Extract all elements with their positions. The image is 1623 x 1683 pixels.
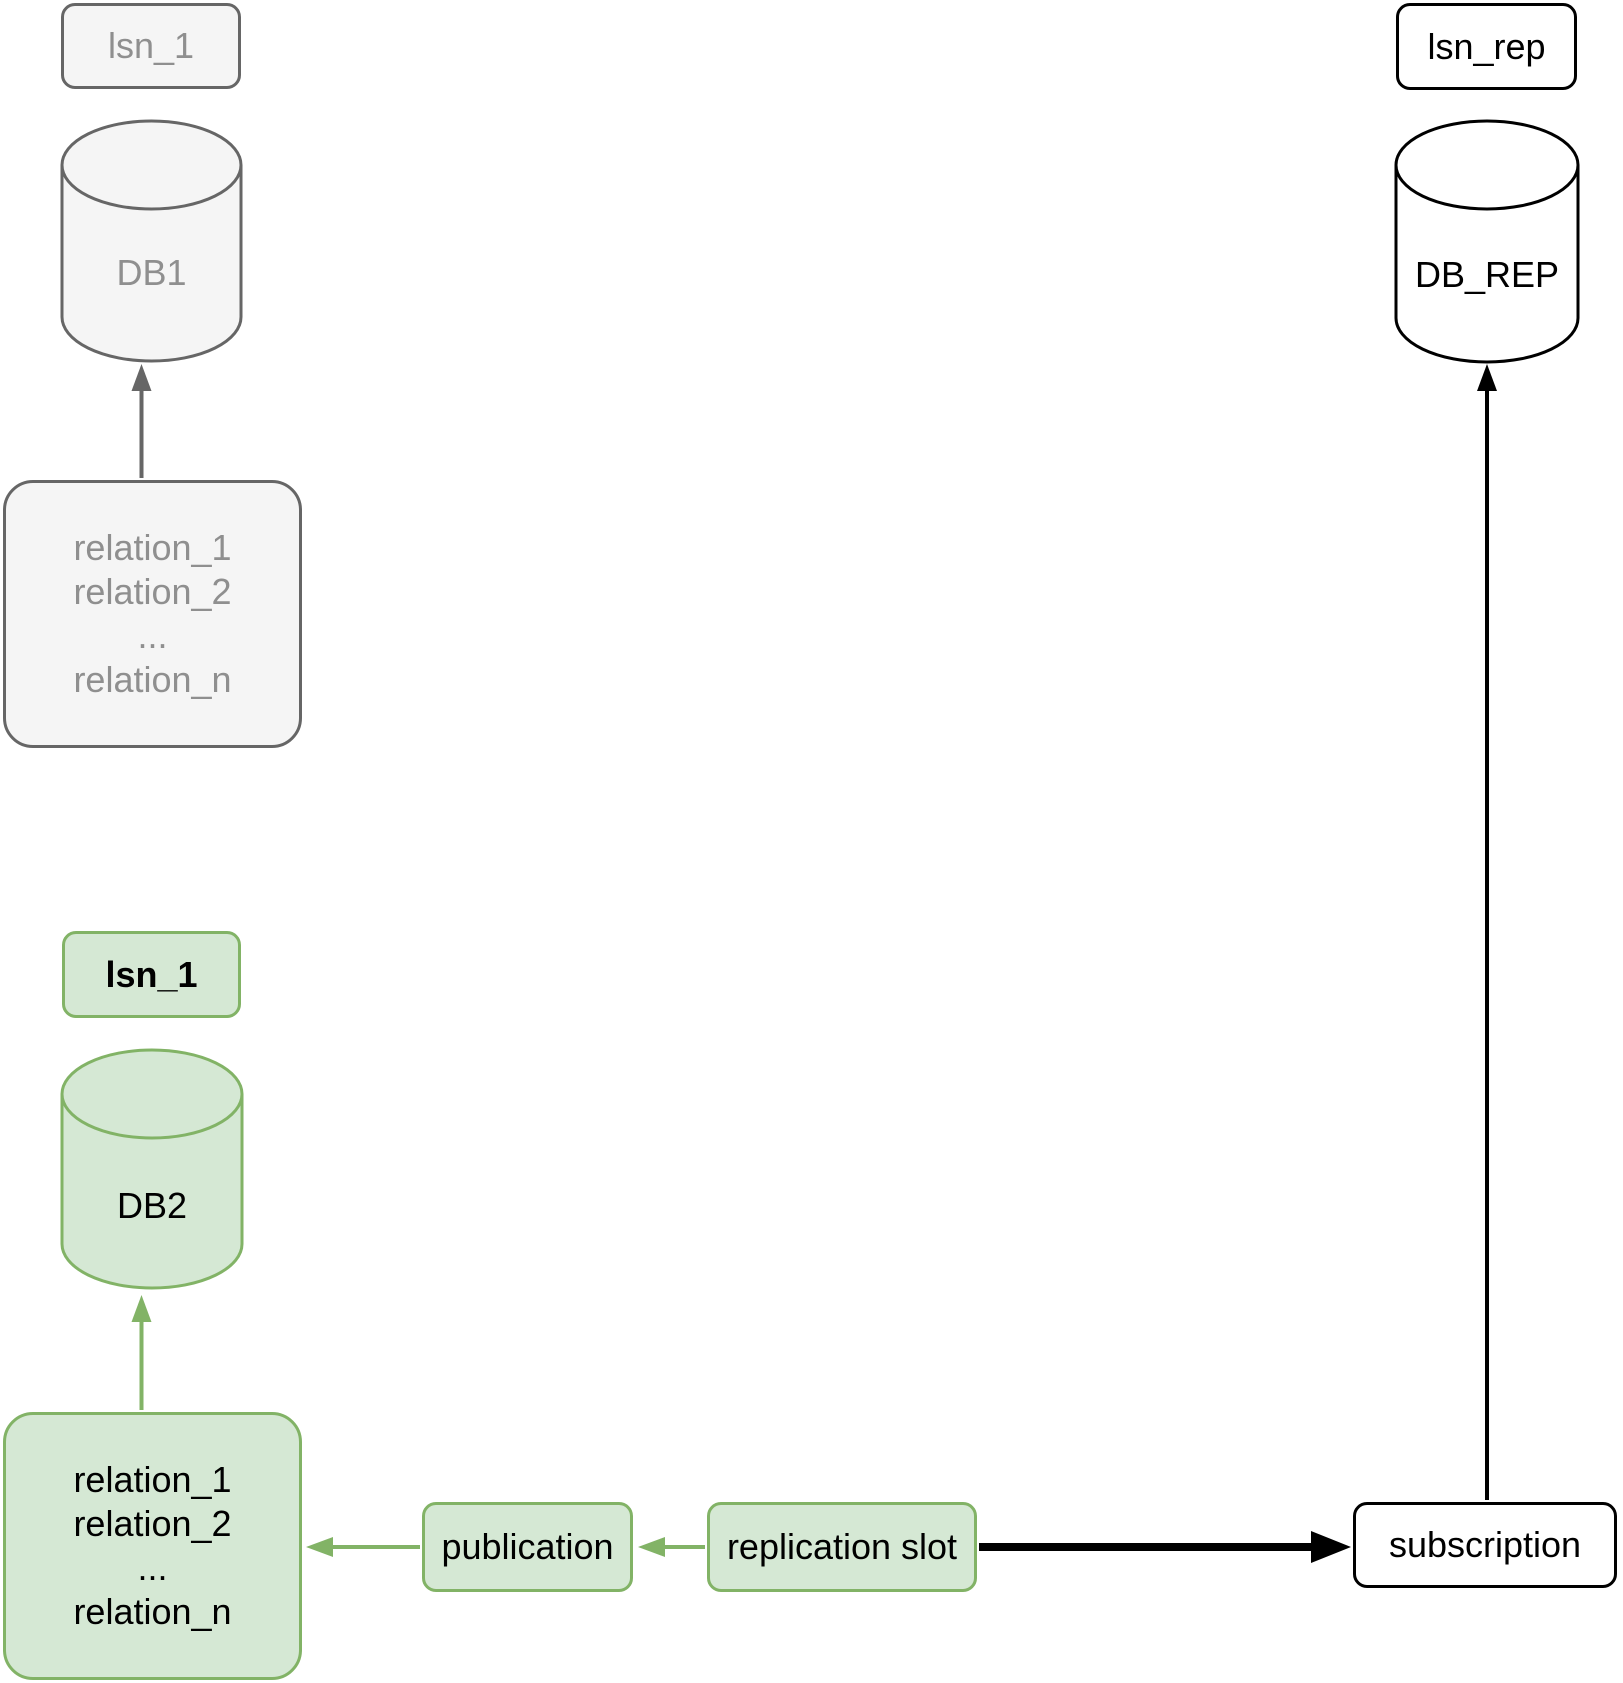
- db1-cylinder-icon: [60, 119, 243, 363]
- lsn1-green-box: lsn_1: [62, 931, 241, 1018]
- arrow-slot-to-publication: [638, 1537, 705, 1557]
- replication-slot-label: replication slot: [726, 1526, 958, 1567]
- publication-label: publication: [441, 1526, 614, 1567]
- arrow-relations-to-db1: [131, 364, 152, 478]
- subscription-box: subscription: [1353, 1502, 1617, 1588]
- relation-item: relation_2: [73, 1503, 232, 1544]
- relation-item: relation_1: [73, 1459, 232, 1500]
- lsn-rep-label: lsn_rep: [1427, 25, 1546, 67]
- db-rep-cylinder-icon: [1394, 119, 1580, 364]
- relations-gray-box: relation_1 relation_2 ... relation_n: [3, 480, 302, 748]
- arrow-slot-to-subscription: [979, 1531, 1351, 1563]
- relation-item: relation_n: [73, 659, 232, 700]
- relations-green-box: relation_1 relation_2 ... relation_n: [3, 1412, 302, 1680]
- db2-cylinder-icon: [60, 1048, 244, 1290]
- lsn1-green-label: lsn_1: [105, 953, 198, 995]
- arrow-subscription-to-db-rep: [1477, 364, 1497, 1500]
- relation-item: relation_1: [73, 527, 232, 568]
- lsn1-gray-label: lsn_1: [107, 25, 195, 66]
- relation-item: relation_2: [73, 571, 232, 612]
- arrow-relations-to-db2: [131, 1295, 152, 1410]
- relation-item: relation_n: [73, 1591, 232, 1632]
- publication-box: publication: [422, 1502, 633, 1592]
- relation-item: ...: [137, 1547, 168, 1588]
- lsn1-gray-box: lsn_1: [61, 3, 241, 89]
- replication-slot-box: replication slot: [707, 1502, 977, 1592]
- lsn-rep-box: lsn_rep: [1396, 3, 1577, 90]
- relation-item: ...: [137, 615, 168, 656]
- subscription-label: subscription: [1388, 1524, 1582, 1565]
- arrow-publication-to-relations: [306, 1537, 420, 1557]
